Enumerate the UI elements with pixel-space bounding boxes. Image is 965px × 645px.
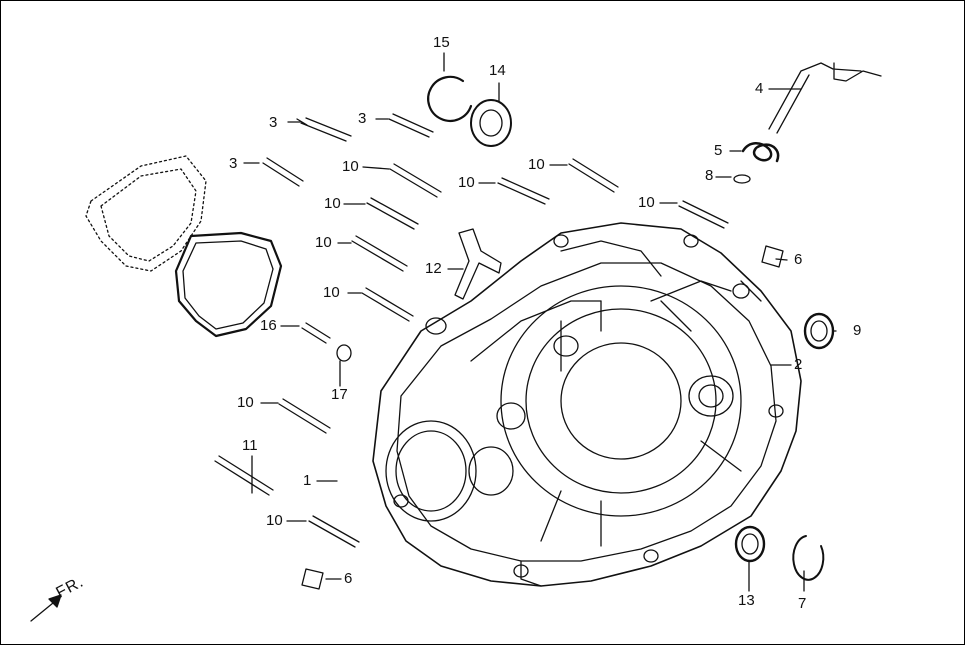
bolts [214,113,729,548]
bracket-12 [454,228,502,300]
callout-10: 10 [638,194,655,211]
callout-5: 5 [714,142,723,159]
callout-3: 3 [269,114,278,131]
seal-9 [803,312,835,350]
callout-4: 4 [755,80,764,97]
dowel-6b [301,568,324,590]
callout-2: 2 [794,356,803,373]
front-arrow-icon [30,594,62,622]
callout-12: 12 [425,260,442,277]
callout-10: 10 [315,234,332,251]
callout-3: 3 [229,155,238,172]
dowel-6a [761,245,784,268]
callout-10: 10 [458,174,475,191]
callout-6: 6 [344,570,353,587]
circlip-15 [427,75,473,122]
sensor-4 [768,62,882,134]
seal-13 [734,525,766,563]
callout-15: 15 [433,34,450,51]
circlip-7 [792,535,825,581]
callout-11: 11 [242,437,258,454]
callout-16: 16 [260,317,277,334]
callout-10: 10 [528,156,545,173]
crankcase-cover [372,222,802,587]
callout-8: 8 [705,167,714,184]
callout-10: 10 [266,512,283,529]
callout-17: 17 [331,386,348,403]
callout-10: 10 [323,284,340,301]
callout-6: 6 [794,251,803,268]
callout-13: 13 [738,592,755,609]
callout-7: 7 [798,595,807,612]
washer-17 [336,344,352,362]
callout-3: 3 [358,110,367,127]
cover-gasket [174,231,283,338]
callout-10: 10 [342,158,359,175]
callout-1: 1 [303,472,312,489]
callout-9: 9 [853,322,862,339]
gear-14 [470,99,512,147]
spring-5 [741,142,780,163]
callout-10: 10 [324,195,341,212]
washer-8 [733,174,751,184]
callout-10: 10 [237,394,254,411]
callout-14: 14 [489,62,506,79]
